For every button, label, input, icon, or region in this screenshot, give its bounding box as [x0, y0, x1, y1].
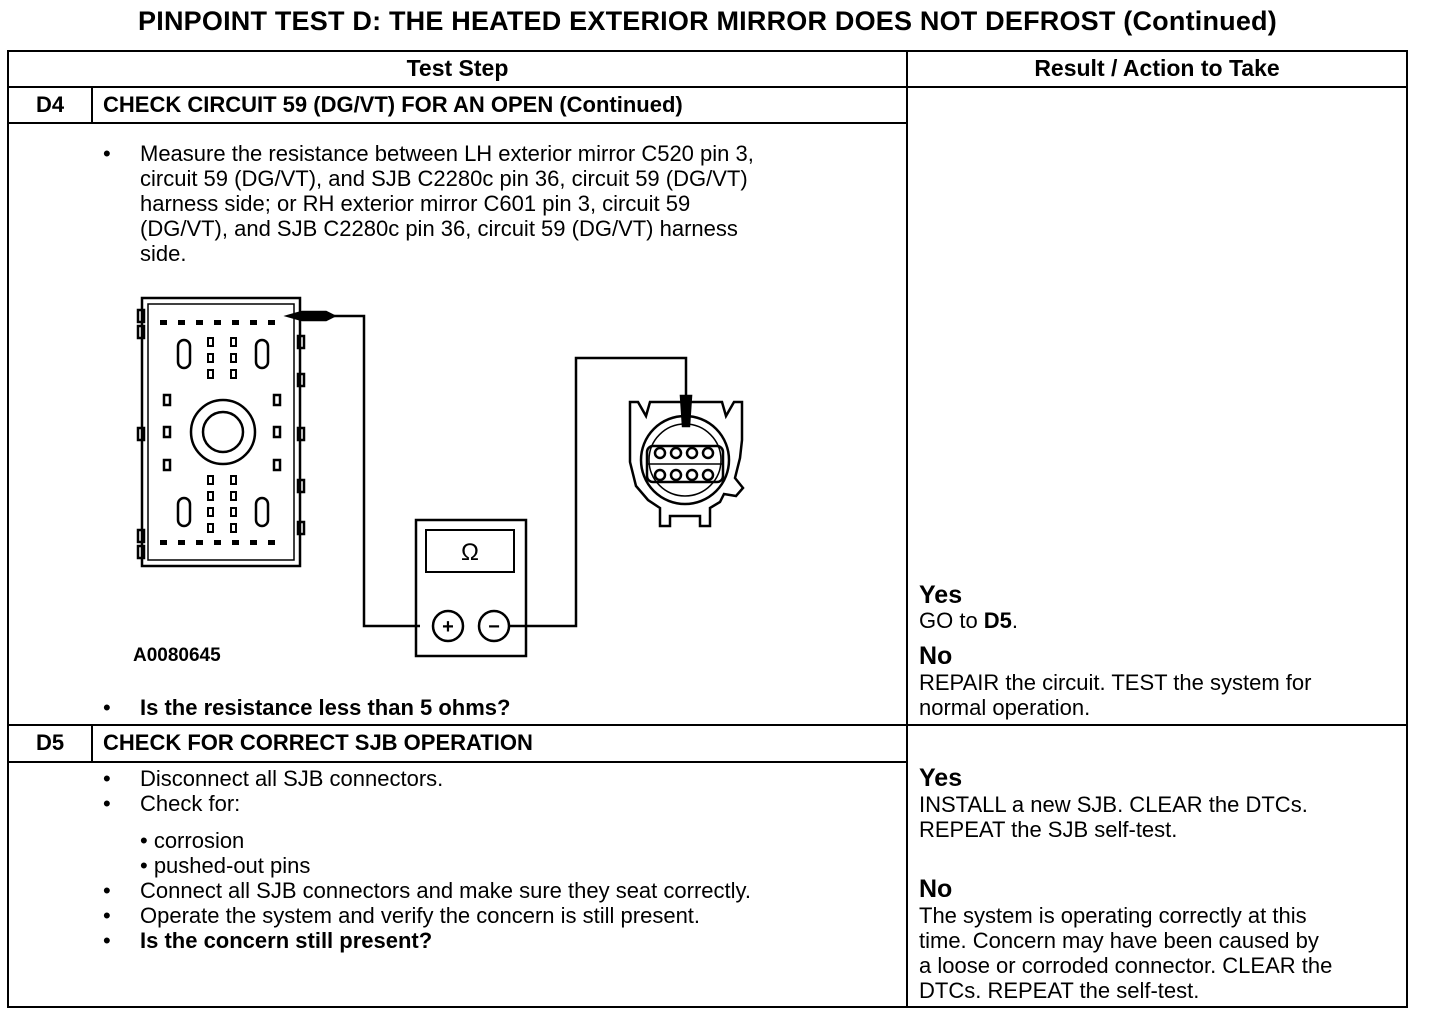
yes-action-line: REPEAT the SJB self-test.	[919, 817, 1178, 842]
d4-yes-action: GO to D5.	[919, 608, 1404, 633]
instruction-line: Measure the resistance between LH exteri…	[140, 141, 754, 166]
bullet: •	[103, 878, 111, 903]
d5-step: Check for:	[140, 791, 241, 816]
figure-id: A0080645	[133, 645, 221, 666]
d5-question: Is the concern still present?	[140, 928, 433, 953]
instruction-line: harness side; or RH exterior mirror C601…	[140, 191, 691, 216]
page-title: PINPOINT TEST D: THE HEATED EXTERIOR MIR…	[138, 6, 1277, 36]
no-action-line: a loose or corroded connector. CLEAR the	[919, 953, 1333, 978]
d5-yes-label: Yes	[919, 764, 963, 792]
ohm-symbol: Ω	[461, 539, 479, 566]
bullet: •	[103, 695, 111, 720]
yes-action-suffix: .	[1011, 608, 1019, 633]
d5-step: Connect all SJB connectors and make sure…	[140, 878, 751, 903]
no-action-line: time. Concern may have been caused by	[919, 928, 1319, 953]
ohmmeter-test-diagram: Ω + −	[136, 296, 745, 658]
d5-no-label: No	[919, 875, 953, 903]
yes-action-line: INSTALL a new SJB. CLEAR the DTCs.	[919, 792, 1308, 817]
d4-instruction: Measure the resistance between LH exteri…	[140, 141, 754, 266]
goto-step-link[interactable]: D5	[983, 608, 1012, 633]
d4-no-label: No	[919, 642, 953, 670]
yes-action-text: GO to	[919, 608, 984, 633]
d5-no-action: The system is operating correctly at thi…	[919, 903, 1404, 1003]
step-id-d5: D5	[35, 730, 65, 755]
step-title-d4: CHECK CIRCUIT 59 (DG/VT) FOR AN OPEN (Co…	[103, 92, 683, 117]
bullet: •	[103, 903, 111, 928]
divider	[7, 122, 908, 124]
no-action-line: normal operation.	[919, 695, 1091, 720]
mirror-connector-drawing	[628, 400, 745, 528]
d5-yes-action: INSTALL a new SJB. CLEAR the DTCs. REPEA…	[919, 792, 1404, 842]
sjb-connector-drawing	[136, 296, 306, 568]
instruction-line: (DG/VT), and SJB C2280c pin 36, circuit …	[140, 216, 738, 241]
bullet: •	[103, 928, 111, 953]
no-action-line: The system is operating correctly at thi…	[919, 903, 1307, 928]
divider	[7, 724, 1408, 726]
minus-terminal-label: −	[488, 616, 500, 638]
plus-terminal-label: +	[442, 616, 454, 638]
d5-step: Operate the system and verify the concer…	[140, 903, 701, 928]
no-action-line: DTCs. REPEAT the self-test.	[919, 978, 1200, 1003]
instruction-line: side.	[140, 241, 187, 266]
divider	[906, 50, 908, 1008]
column-header-result-action: Result / Action to Take	[1034, 55, 1280, 81]
d5-step: Disconnect all SJB connectors.	[140, 766, 444, 791]
d4-question: Is the resistance less than 5 ohms?	[140, 695, 511, 720]
bullet: •	[103, 141, 111, 166]
d5-sub-item: • pushed-out pins	[140, 853, 311, 878]
bullet: •	[103, 791, 111, 816]
d4-yes-label: Yes	[919, 581, 963, 609]
pinpoint-table	[7, 50, 1408, 1008]
d5-sub-item: • corrosion	[140, 828, 245, 853]
divider	[91, 724, 93, 763]
step-id-d4: D4	[35, 92, 65, 117]
divider	[91, 86, 93, 124]
bullet: •	[103, 766, 111, 791]
divider	[7, 86, 1408, 88]
no-action-line: REPAIR the circuit. TEST the system for	[919, 670, 1312, 695]
d4-no-action: REPAIR the circuit. TEST the system for …	[919, 670, 1404, 720]
divider	[7, 761, 908, 763]
step-title-d5: CHECK FOR CORRECT SJB OPERATION	[103, 730, 533, 755]
instruction-line: circuit 59 (DG/VT), and SJB C2280c pin 3…	[140, 166, 748, 191]
column-header-test-step: Test Step	[406, 55, 509, 81]
